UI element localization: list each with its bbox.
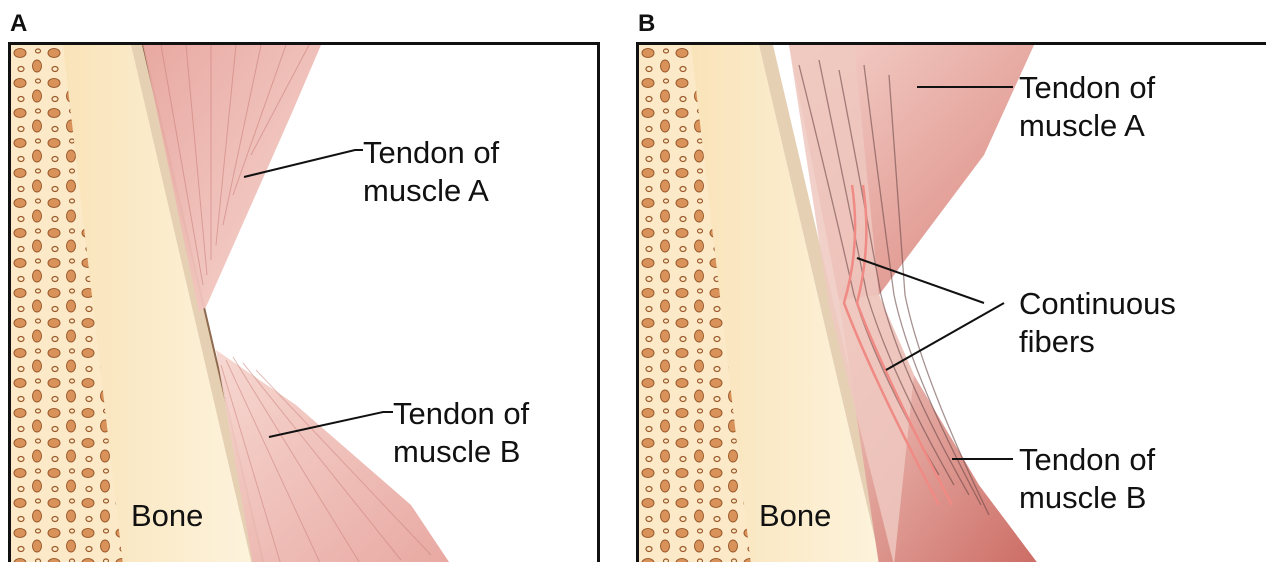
panel-b: Tendon of muscle A Continuous fibers Ten… bbox=[636, 42, 1266, 562]
leader-fibers-2 bbox=[886, 303, 1004, 370]
bone-label: Bone bbox=[759, 497, 831, 535]
panel-a: Tendon of muscle A Tendon of muscle B Bo… bbox=[8, 42, 600, 562]
panel-b-letter: B bbox=[638, 12, 655, 36]
panel-a-illustration bbox=[11, 45, 600, 562]
tendon-b-label: Tendon of muscle B bbox=[1019, 441, 1155, 517]
tendon-b-label: Tendon of muscle B bbox=[393, 395, 529, 471]
continuous-fibers-label: Continuous fibers bbox=[1019, 285, 1176, 361]
tendon-a-label: Tendon of muscle A bbox=[363, 134, 499, 210]
tendon-a-label: Tendon of muscle A bbox=[1019, 69, 1155, 145]
bone-label: Bone bbox=[131, 497, 203, 535]
panel-a-letter: A bbox=[10, 12, 27, 36]
